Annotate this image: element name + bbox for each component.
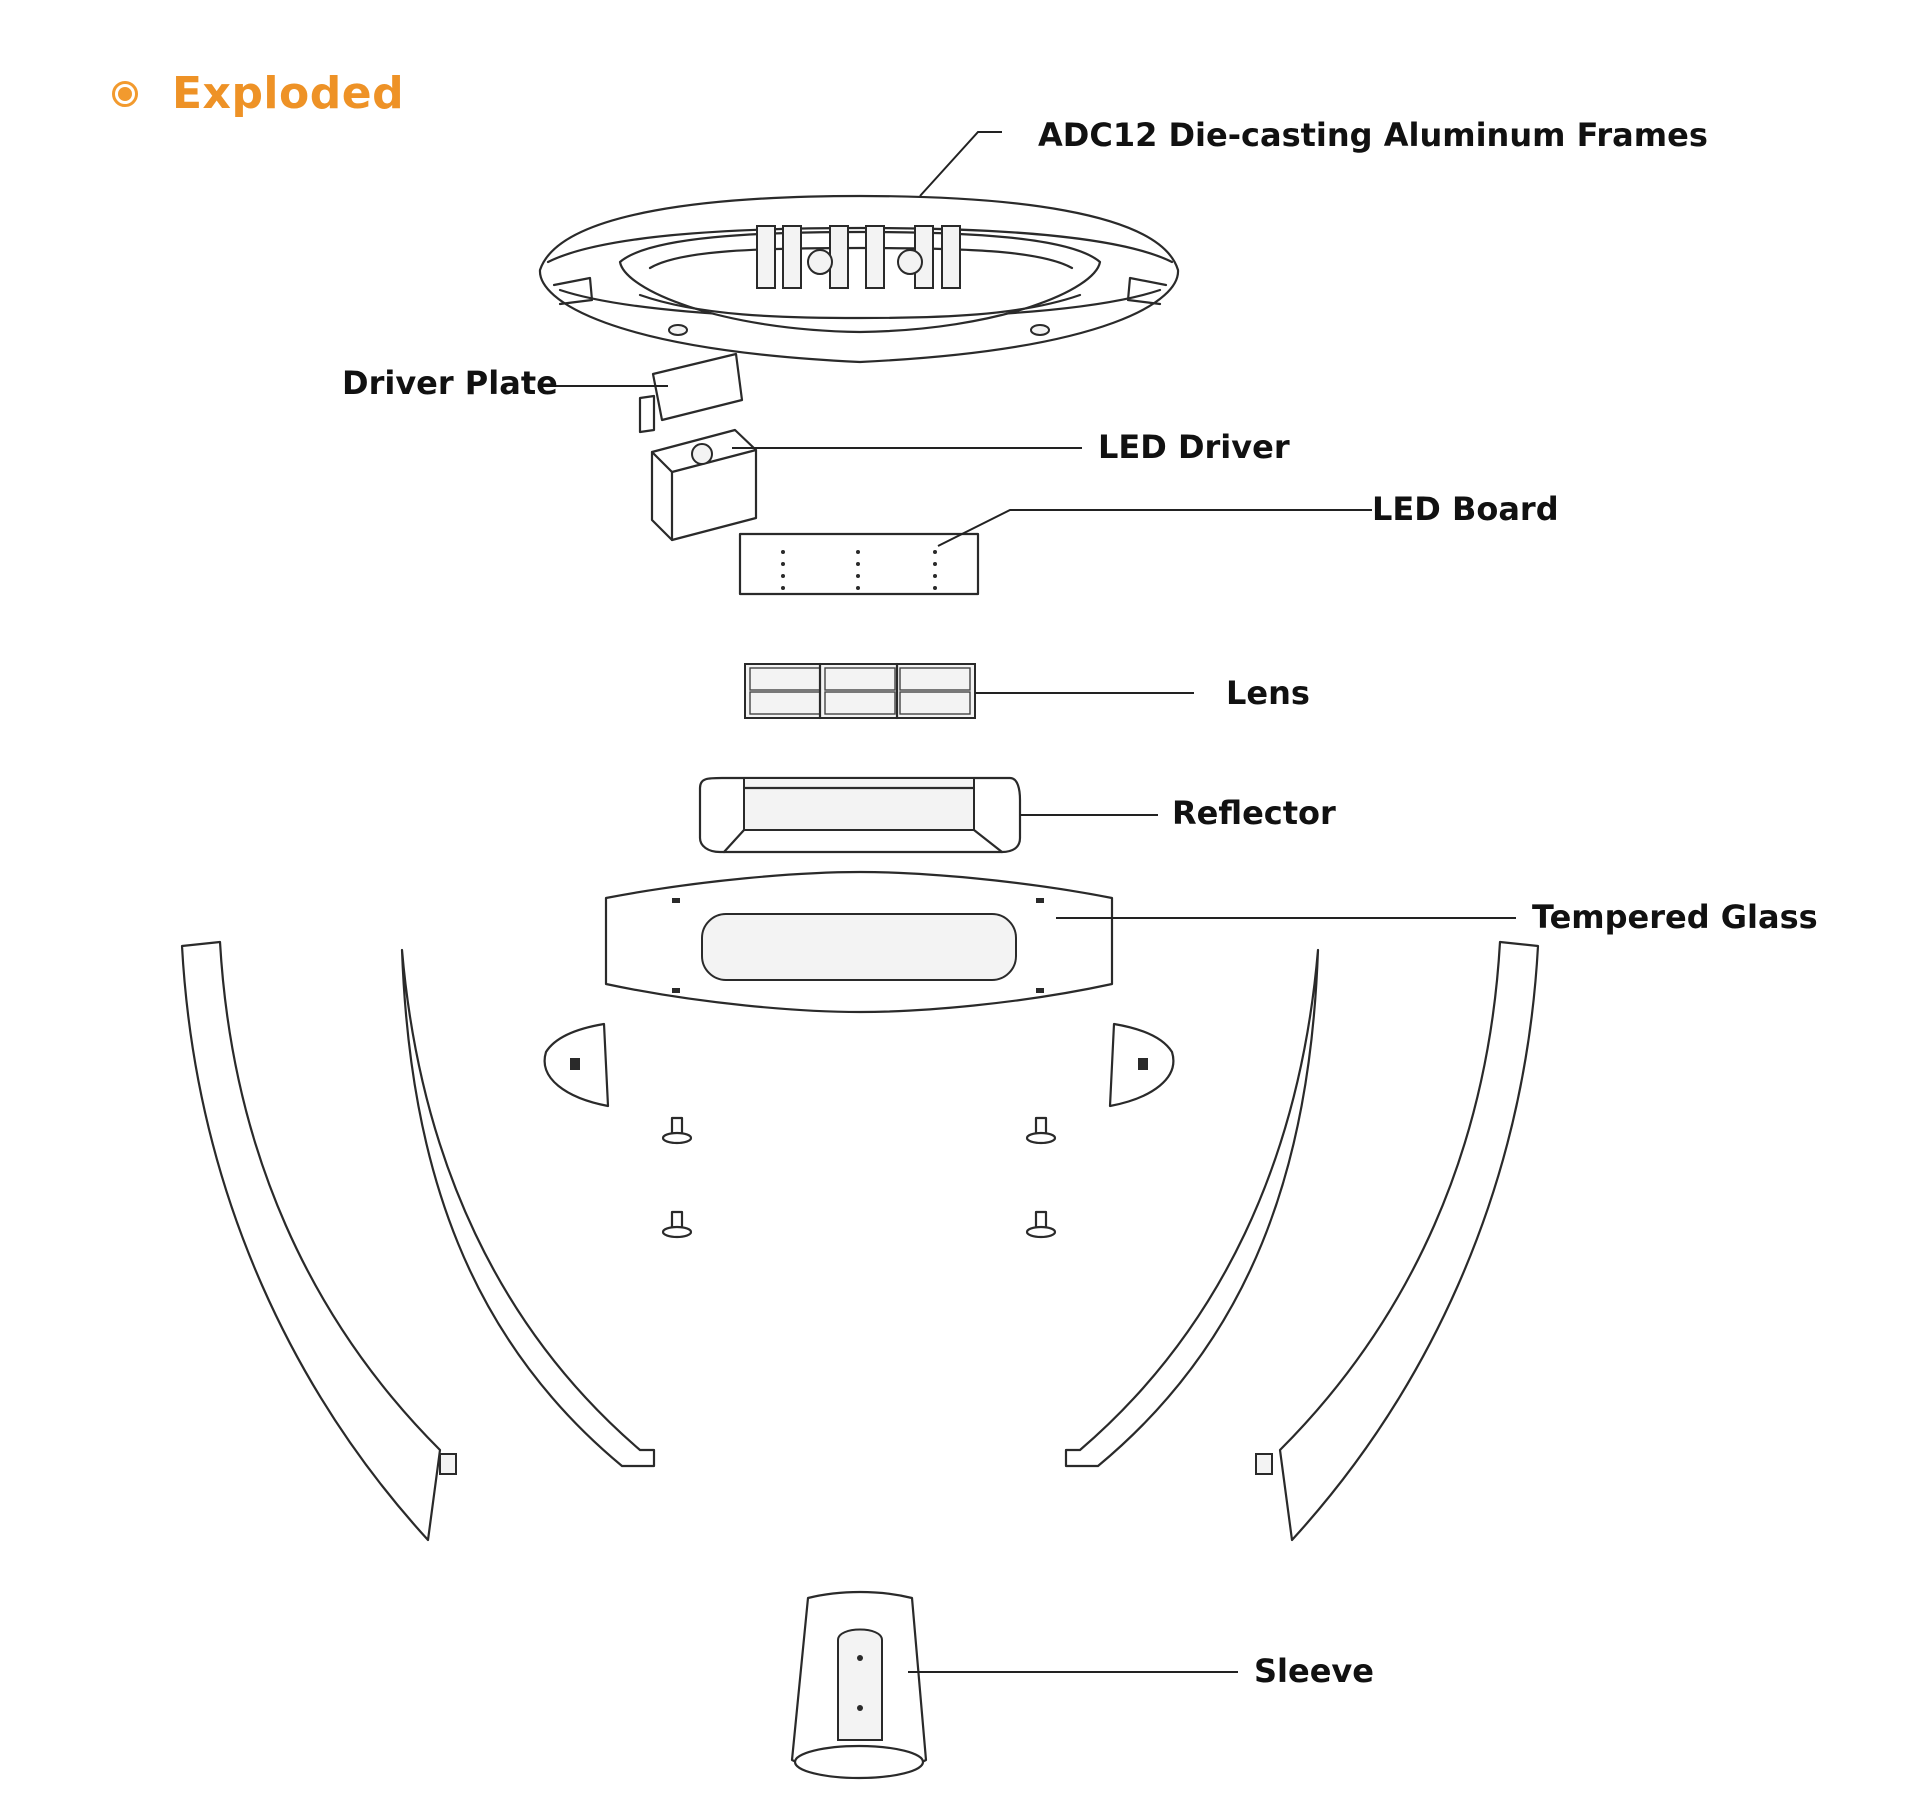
side-caps-part bbox=[543, 1022, 1175, 1108]
led-driver-part bbox=[650, 428, 758, 542]
label-reflector: Reflector bbox=[1172, 794, 1336, 832]
section-header: Exploded bbox=[112, 68, 404, 119]
reflector-part bbox=[698, 776, 1022, 854]
label-sleeve: Sleeve bbox=[1254, 1652, 1374, 1690]
section-title: Exploded bbox=[172, 68, 405, 119]
label-lens: Lens bbox=[1226, 674, 1310, 712]
lens-part bbox=[744, 662, 976, 720]
outer-arm-left-part bbox=[180, 940, 457, 1542]
label-led-board: LED Board bbox=[1372, 490, 1559, 528]
inner-arm-right-part bbox=[1064, 948, 1320, 1468]
bullet-icon bbox=[112, 80, 138, 107]
outer-arm-right-part bbox=[1255, 940, 1540, 1542]
screws-part bbox=[661, 1116, 1057, 1239]
driver-plate-part bbox=[638, 352, 744, 434]
label-aluminum-frames: ADC12 Die-casting Aluminum Frames bbox=[1038, 116, 1708, 154]
label-driver-plate: Driver Plate bbox=[342, 364, 558, 402]
sleeve-part bbox=[790, 1590, 928, 1780]
label-tempered-glass: Tempered Glass bbox=[1532, 898, 1818, 936]
aluminum-frame-part bbox=[538, 194, 1180, 364]
label-led-driver: LED Driver bbox=[1098, 428, 1290, 466]
tempered-glass-part bbox=[604, 870, 1114, 1014]
led-board-part bbox=[738, 532, 980, 596]
inner-arm-left-part bbox=[400, 948, 656, 1468]
